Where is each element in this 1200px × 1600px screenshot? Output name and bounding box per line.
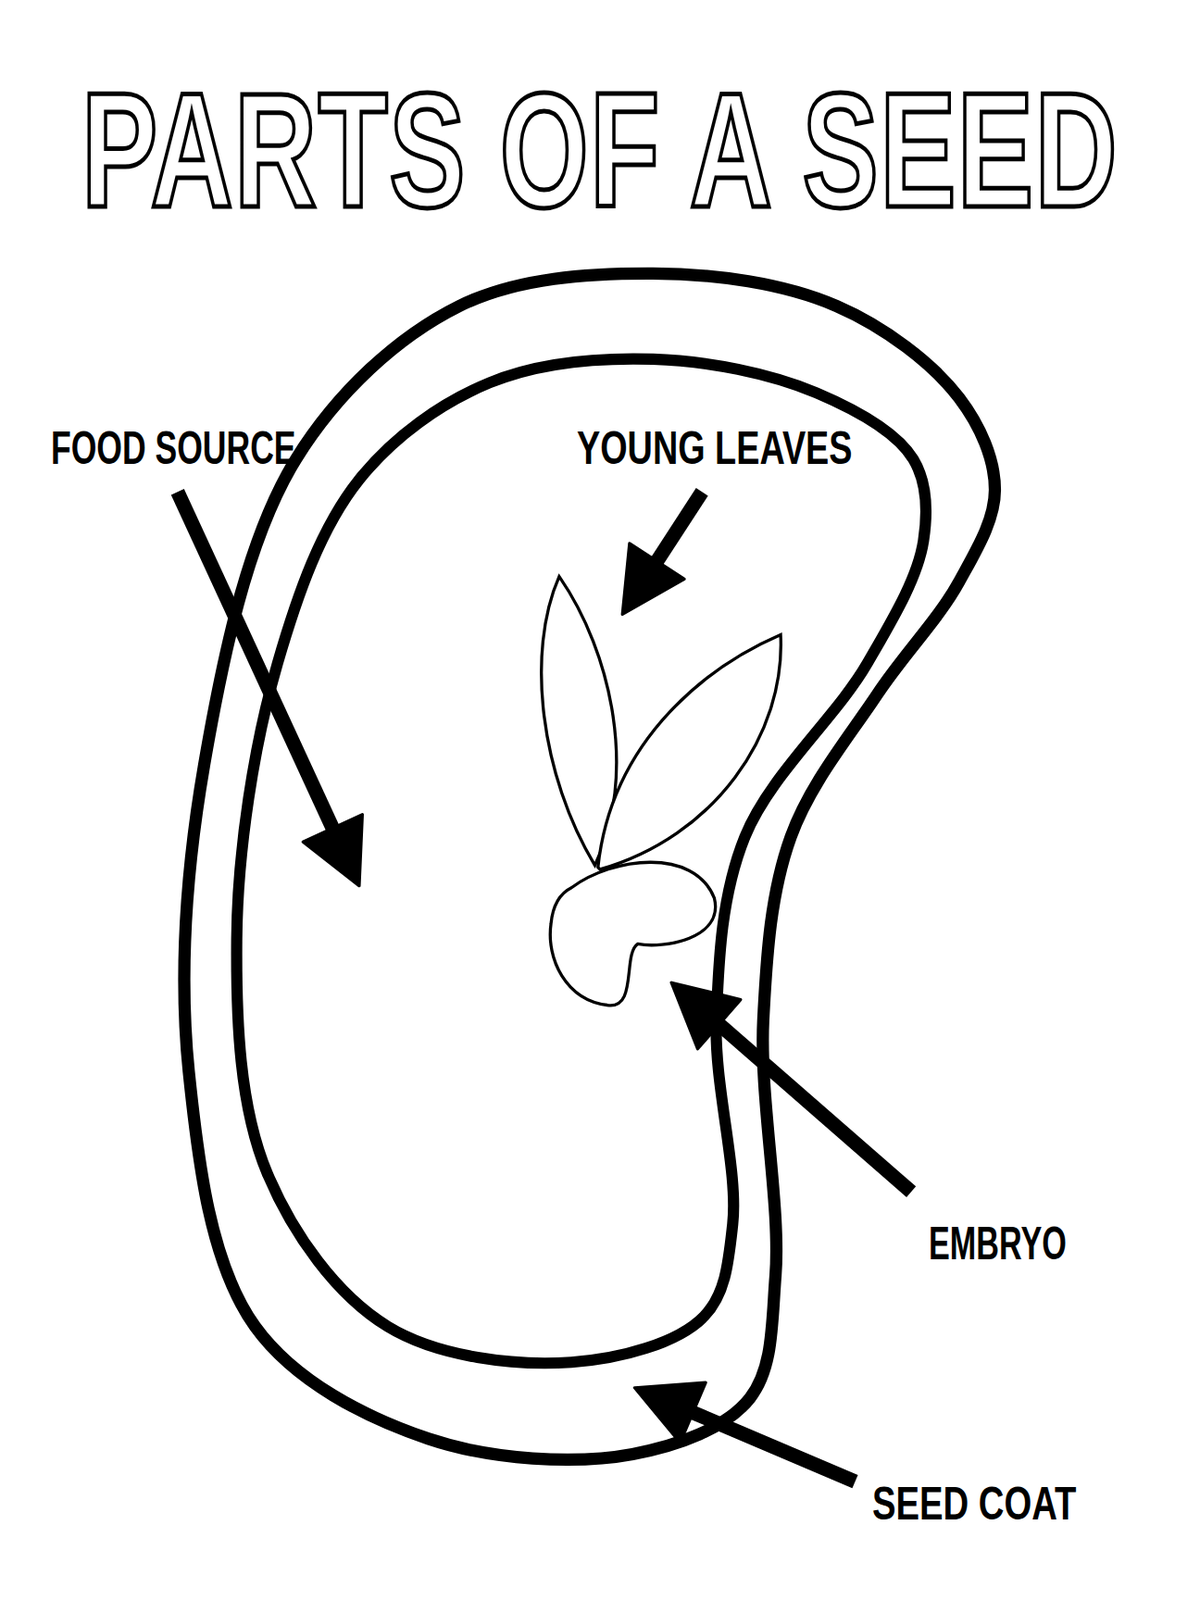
part-label: FOOD SOURCE — [50, 425, 296, 472]
leader-arrow-head — [671, 982, 741, 1049]
part-label: YOUNG LEAVES — [576, 425, 853, 472]
leader-arrow-head — [634, 1382, 706, 1443]
young-leaf — [598, 634, 782, 869]
part-label: EMBRYO — [928, 1220, 1067, 1267]
leader-arrow-shaft — [177, 491, 335, 832]
title: PARTS OF A SEED — [81, 68, 1119, 232]
leader-arrow-head — [302, 814, 363, 887]
seed-coat-outline — [184, 273, 995, 1460]
leader-arrow-shaft — [654, 491, 702, 565]
food-source-outline — [237, 359, 926, 1364]
part-label: SEED COAT — [872, 1480, 1076, 1527]
embryo-shape — [550, 862, 715, 1006]
leader-arrow-shaft — [715, 1021, 912, 1192]
leader-arrow-head — [622, 543, 685, 615]
leader-arrow-shaft — [688, 1411, 855, 1482]
